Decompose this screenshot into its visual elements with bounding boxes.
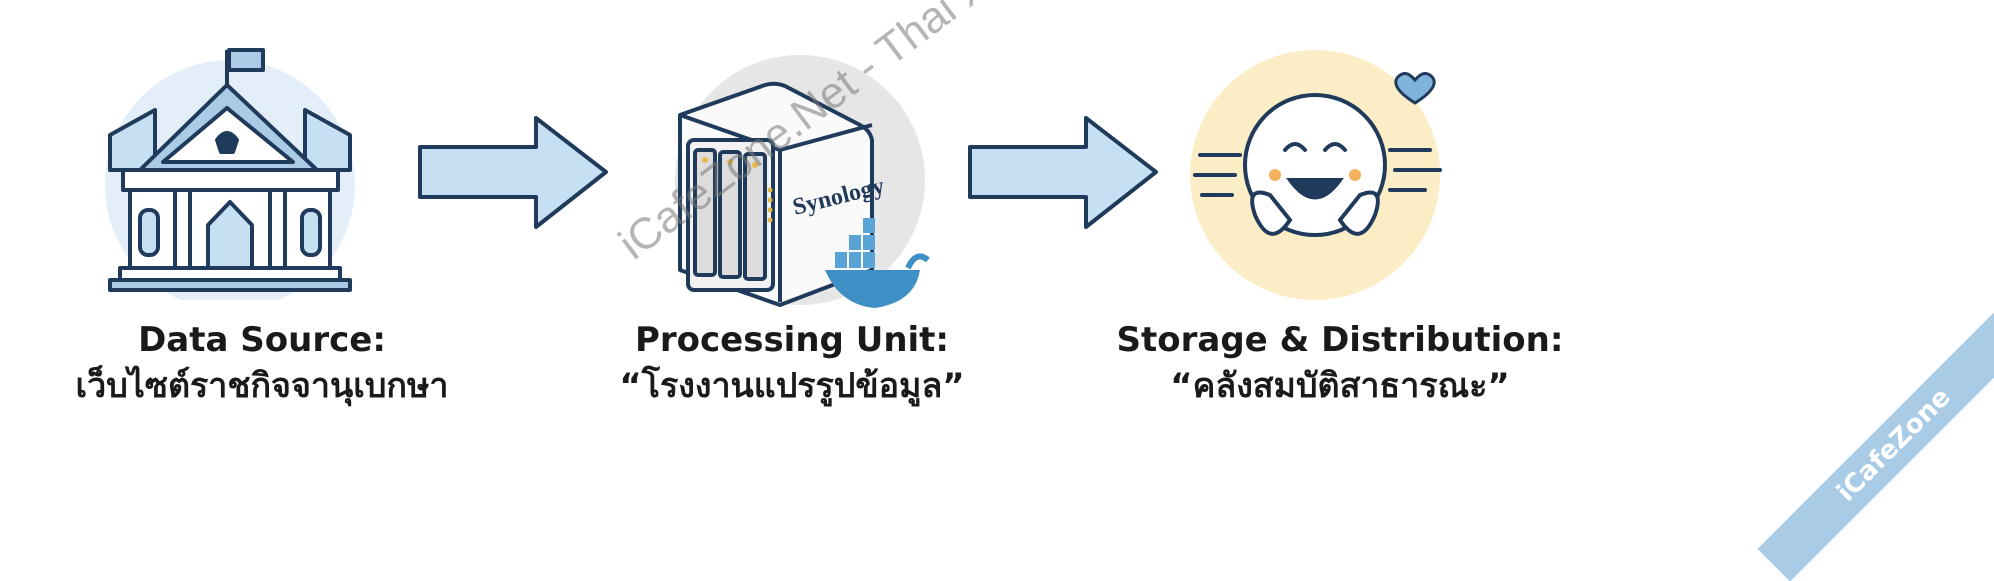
stage-label-processing-unit: Processing Unit: “โรงงานแปรรูปข้อมูล” bbox=[619, 318, 964, 410]
nas-server-icon: Synology bbox=[675, 55, 930, 308]
stage-title: Storage & Distribution: bbox=[1116, 320, 1564, 360]
hugging-face-icon bbox=[1190, 50, 1442, 300]
stage-title: Processing Unit: bbox=[634, 320, 950, 360]
stage-label-storage-distribution: Storage & Distribution: “คลังสมบัติสาธาร… bbox=[1117, 318, 1564, 410]
flow-arrow-1 bbox=[418, 116, 608, 229]
flow-arrow-2 bbox=[968, 116, 1158, 229]
stage-title: Data Source: bbox=[138, 320, 386, 360]
corner-ribbon: iCafeZone bbox=[1757, 308, 1994, 581]
stage-subtitle: “โรงงานแปรรูปข้อมูล” bbox=[619, 366, 965, 406]
stage-label-data-source: Data Source: เว็บไซต์ราชกิจจานุเบกษา bbox=[75, 318, 448, 410]
stage-subtitle: “คลังสมบัติสาธารณะ” bbox=[1170, 366, 1510, 406]
stage-subtitle: เว็บไซต์ราชกิจจานุเบกษา bbox=[75, 366, 449, 406]
government-building-icon bbox=[105, 48, 355, 300]
docker-whale-icon bbox=[825, 218, 930, 308]
